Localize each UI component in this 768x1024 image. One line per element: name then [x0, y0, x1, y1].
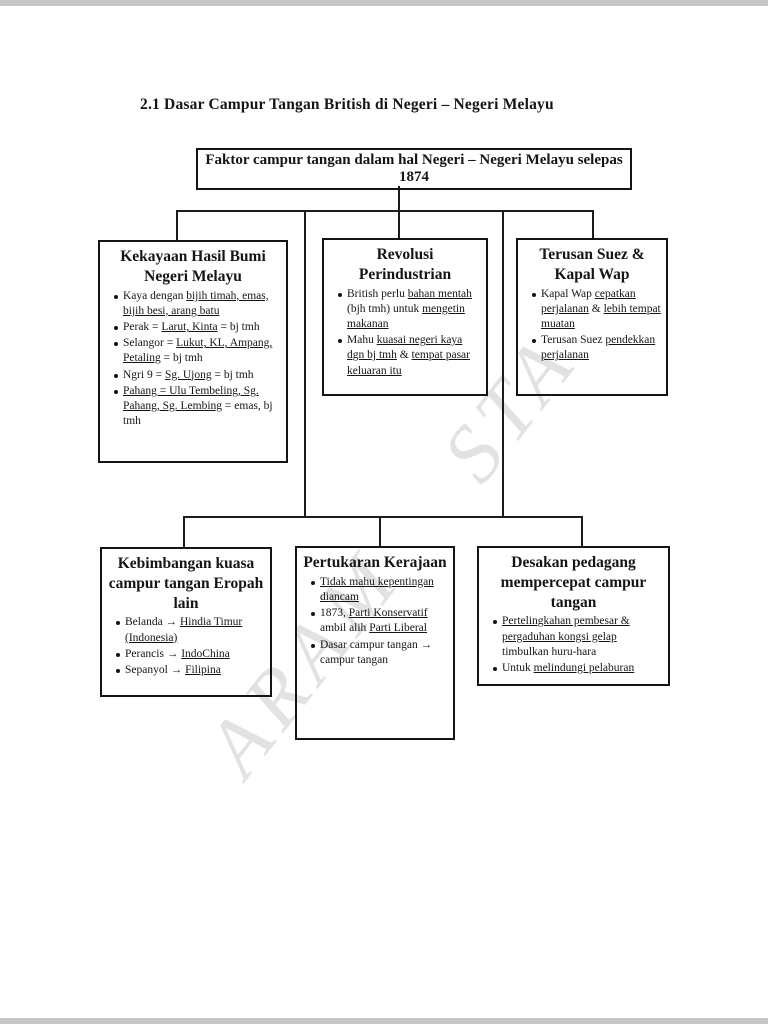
connector-pass-right [502, 210, 504, 518]
page-edge-bottom [0, 1018, 768, 1024]
connector-drop-kekayaan [176, 210, 178, 240]
bullet-item: Mahu kuasai negeri kaya dgn bj tmh & tem… [338, 333, 481, 379]
box-revolusi-perindustrian: Revolusi Perindustrian British perlu bah… [322, 238, 488, 396]
bullet-item: Untuk melindungi pelaburan [493, 661, 663, 676]
bullet-item: British perlu bahan mentah (bjh tmh) unt… [338, 287, 481, 333]
bullet-item: Kaya dengan bijih timah, emas, bijih bes… [114, 289, 281, 319]
box-title: Terusan Suez & Kapal Wap [539, 246, 645, 283]
bullet-item: Sepanyol → Filipina [116, 663, 265, 678]
bullet-item: Selangor = Lukut, KL, Ampang, Petaling =… [114, 336, 281, 366]
bullet-item: Kapal Wap cepatkan perjalanan & lebih te… [532, 287, 661, 333]
bullet-item: Ngri 9 = Sg. Ujong = bj tmh [114, 368, 281, 383]
box-bullet-list: British perlu bahan mentah (bjh tmh) unt… [329, 287, 481, 379]
page-edge-top [0, 0, 768, 6]
bullet-item: Terusan Suez pendekkan perjalanan [532, 333, 661, 363]
connector-bus-row1 [176, 210, 594, 212]
box-bullet-list: Kaya dengan bijih timah, emas, bijih bes… [105, 289, 281, 430]
box-title: Pertukaran Kerajaan [303, 554, 447, 571]
bullet-item: Dasar campur tangan → campur tangan [311, 638, 448, 668]
connector-root-drop [398, 186, 400, 212]
box-title: Revolusi Perindustrian [358, 246, 452, 283]
box-title: Kekayaan Hasil Bumi Negeri Melayu [120, 248, 266, 285]
root-factor-box: Faktor campur tangan dalam hal Negeri – … [196, 148, 632, 190]
connector-drop-terusan [592, 210, 594, 238]
box-pertukaran-kerajaan: Pertukaran Kerajaan Tidak mahu kepenting… [295, 546, 455, 740]
box-bullet-list: Kapal Wap cepatkan perjalanan & lebih te… [523, 287, 661, 364]
root-factor-text: Faktor campur tangan dalam hal Negeri – … [205, 152, 623, 185]
box-bullet-list: Belanda → Hindia Timur (Indonesia) Peranc… [107, 615, 265, 678]
box-kebimbangan-kuasa-eropah: Kebimbangan kuasa campur tangan Eropah l… [100, 547, 272, 697]
connector-drop-pertukaran [379, 516, 381, 546]
connector-drop-revolusi [398, 210, 400, 238]
bullet-item: Pertelingkahan pembesar & pergaduhan kon… [493, 614, 663, 660]
box-bullet-list: Pertelingkahan pembesar & pergaduhan kon… [484, 614, 663, 676]
bullet-item: 1873, Parti Konservatif ambil alih Parti… [311, 606, 448, 636]
box-title: Kebimbangan kuasa campur tangan Eropah l… [108, 555, 264, 612]
connector-bus-row2 [183, 516, 583, 518]
connector-drop-desakan [581, 516, 583, 547]
bullet-item: Pahang = Ulu Tembeling, Sg. Pahang, Sg. … [114, 384, 281, 430]
bullet-item: Perancis → IndoChina [116, 647, 265, 662]
page-title: 2.1 Dasar Campur Tangan British di Neger… [140, 96, 554, 113]
connector-drop-kebimbangan [183, 516, 185, 547]
box-terusan-suez-kapal-wap: Terusan Suez & Kapal Wap Kapal Wap cepat… [516, 238, 668, 396]
bullet-item: Perak = Larut, Kinta = bj tmh [114, 320, 281, 335]
bullet-item: Belanda → Hindia Timur (Indonesia) [116, 615, 265, 645]
connector-pass-left [304, 210, 306, 518]
box-kekayaan-hasil-bumi: Kekayaan Hasil Bumi Negeri Melayu Kaya d… [98, 240, 288, 463]
box-title: Desakan pedagang mempercepat campur tang… [500, 554, 647, 611]
bullet-item: Tidak mahu kepentingan diancam [311, 575, 448, 605]
box-desakan-pedagang: Desakan pedagang mempercepat campur tang… [477, 546, 670, 686]
